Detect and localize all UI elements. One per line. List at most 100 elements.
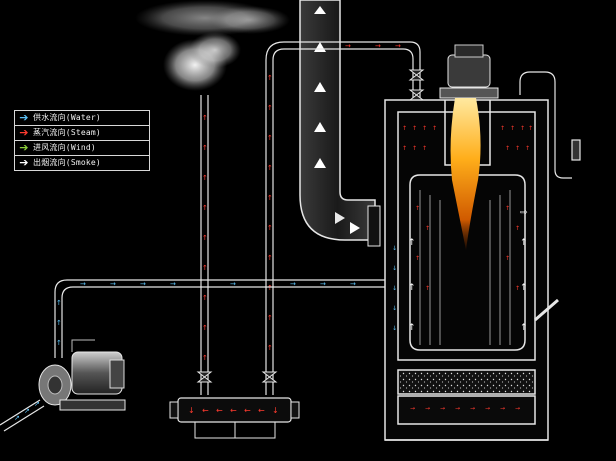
svg-text:→: →: [440, 405, 445, 412]
svg-text:↑: ↑: [267, 104, 273, 112]
svg-text:→: →: [140, 280, 146, 288]
svg-text:↑: ↑: [267, 164, 273, 172]
svg-text:↑: ↑: [408, 283, 416, 293]
svg-text:↑: ↑: [412, 125, 417, 132]
svg-text:↓: ↓: [392, 245, 397, 252]
valve-icon: [196, 69, 425, 383]
svg-text:→: →: [425, 405, 430, 412]
water-inlet-pipe: [0, 399, 45, 432]
svg-text:↓: ↓: [392, 285, 397, 292]
svg-text:→: →: [110, 280, 116, 288]
legend-label-water: 供水流向(Water): [33, 113, 101, 122]
svg-text:↑: ↑: [415, 255, 420, 262]
legend-label-smoke: 出烟流向(Smoke): [33, 158, 101, 167]
water-supply-pipe: [54, 279, 385, 358]
fire-tubes: [419, 190, 511, 345]
svg-text:↑: ↑: [202, 144, 208, 152]
svg-text:←: ←: [244, 406, 251, 415]
svg-text:⇨: ⇨: [520, 208, 528, 218]
steam-cloud: [135, 0, 290, 91]
boiler-smoke-arrows: ↑↑↑ ↑↑↑ ⇨: [408, 208, 528, 333]
svg-text:→: →: [170, 280, 176, 288]
svg-text:↑: ↑: [202, 114, 208, 122]
svg-text:↑: ↑: [422, 125, 427, 132]
legend-label-steam: 蒸汽流向(Steam): [33, 128, 101, 137]
svg-text:↑: ↑: [500, 125, 505, 132]
svg-text:↓: ↓: [272, 406, 279, 415]
boiler-steam-arrows: ↑↑↑↑ ↑↑↑↑ ↑↑↑ ↑↑↑ ↑↑↑↑ ↑↑↑↑ →→→→→→→→: [402, 125, 533, 412]
svg-text:↑: ↑: [202, 174, 208, 182]
svg-text:→: →: [455, 405, 460, 412]
svg-text:←: ←: [202, 406, 209, 415]
svg-text:↑: ↑: [402, 125, 407, 132]
svg-text:↑: ↑: [202, 354, 208, 362]
svg-text:↑: ↑: [202, 264, 208, 272]
chimney-flue: [299, 0, 381, 247]
svg-text:↑: ↑: [520, 283, 528, 293]
svg-text:→: →: [485, 405, 490, 412]
svg-text:→: →: [230, 280, 236, 288]
svg-text:↑: ↑: [415, 205, 420, 212]
svg-text:↑: ↑: [402, 145, 407, 152]
svg-text:↑: ↑: [525, 145, 530, 152]
svg-text:↑: ↑: [202, 324, 208, 332]
svg-text:↑: ↑: [520, 323, 528, 333]
pressure-gauge-line: [519, 71, 581, 179]
svg-text:↑: ↑: [267, 344, 273, 352]
burner-flame: [450, 98, 481, 250]
svg-text:←: ←: [230, 406, 237, 415]
svg-text:↑: ↑: [267, 254, 273, 262]
svg-text:↑: ↑: [408, 323, 416, 333]
svg-text:↓: ↓: [392, 265, 397, 272]
svg-text:↗: ↗: [34, 400, 40, 408]
svg-text:↑: ↑: [520, 238, 528, 248]
svg-text:↑: ↑: [505, 205, 510, 212]
svg-text:→: →: [410, 405, 415, 412]
svg-text:↑: ↑: [422, 145, 427, 152]
water-arrow-icon: ➔: [19, 111, 29, 124]
svg-text:↓: ↓: [392, 305, 397, 312]
svg-text:→: →: [500, 405, 505, 412]
svg-text:→: →: [320, 280, 326, 288]
svg-text:↗: ↗: [14, 414, 20, 422]
svg-text:↑: ↑: [202, 234, 208, 242]
svg-text:↑: ↑: [267, 194, 273, 202]
svg-text:↑: ↑: [267, 284, 273, 292]
svg-text:→: →: [350, 280, 356, 288]
svg-text:→: →: [80, 280, 86, 288]
svg-text:↑: ↑: [528, 125, 533, 132]
svg-text:↑: ↑: [202, 204, 208, 212]
side-outlet-pipe: [534, 298, 559, 322]
legend-item-wind: ➔ 进风流向(Wind): [15, 141, 149, 156]
legend-item-smoke: ➔ 出烟流向(Smoke): [15, 156, 149, 170]
svg-text:↑: ↑: [515, 285, 520, 292]
svg-text:↓: ↓: [188, 406, 195, 415]
legend-item-water: ➔ 供水流向(Water): [15, 111, 149, 126]
svg-text:↑: ↑: [56, 319, 62, 327]
svg-text:↑: ↑: [408, 238, 416, 248]
svg-text:↑: ↑: [520, 125, 525, 132]
svg-text:→: →: [290, 280, 296, 288]
smoke-arrow-icon: ➔: [19, 156, 29, 169]
burner-unit: [439, 44, 499, 99]
svg-text:→: →: [395, 42, 401, 50]
svg-text:↑: ↑: [515, 225, 520, 232]
wind-arrow-icon: ➔: [19, 141, 29, 154]
svg-text:↓: ↓: [392, 325, 397, 332]
water-pump: [38, 339, 126, 411]
boiler-water-arrows: ↓ ↓ ↓ ↓ ↓: [392, 245, 397, 332]
steam-flow-arrows: ↑↑↑↑↑↑↑↑↑ ↑↑↑↑↑↑↑↑↑↑ →→→: [202, 42, 401, 362]
flow-legend: ➔ 供水流向(Water) ➔ 蒸汽流向(Steam) ➔ 进风流向(Wind)…: [14, 110, 150, 171]
legend-item-steam: ➔ 蒸汽流向(Steam): [15, 126, 149, 141]
svg-text:→: →: [375, 42, 381, 50]
svg-text:↑: ↑: [267, 224, 273, 232]
svg-text:←: ←: [216, 406, 223, 415]
svg-text:↑: ↑: [505, 145, 510, 152]
svg-text:↑: ↑: [432, 125, 437, 132]
svg-text:↑: ↑: [202, 294, 208, 302]
svg-text:↑: ↑: [425, 225, 430, 232]
steam-header: ↓ ← ← ← ← ← ↓: [169, 397, 300, 439]
water-flow-arrows: ↑↑↑ →→→→→→→→ ↗↗↗: [14, 280, 356, 422]
svg-text:←: ←: [258, 406, 265, 415]
